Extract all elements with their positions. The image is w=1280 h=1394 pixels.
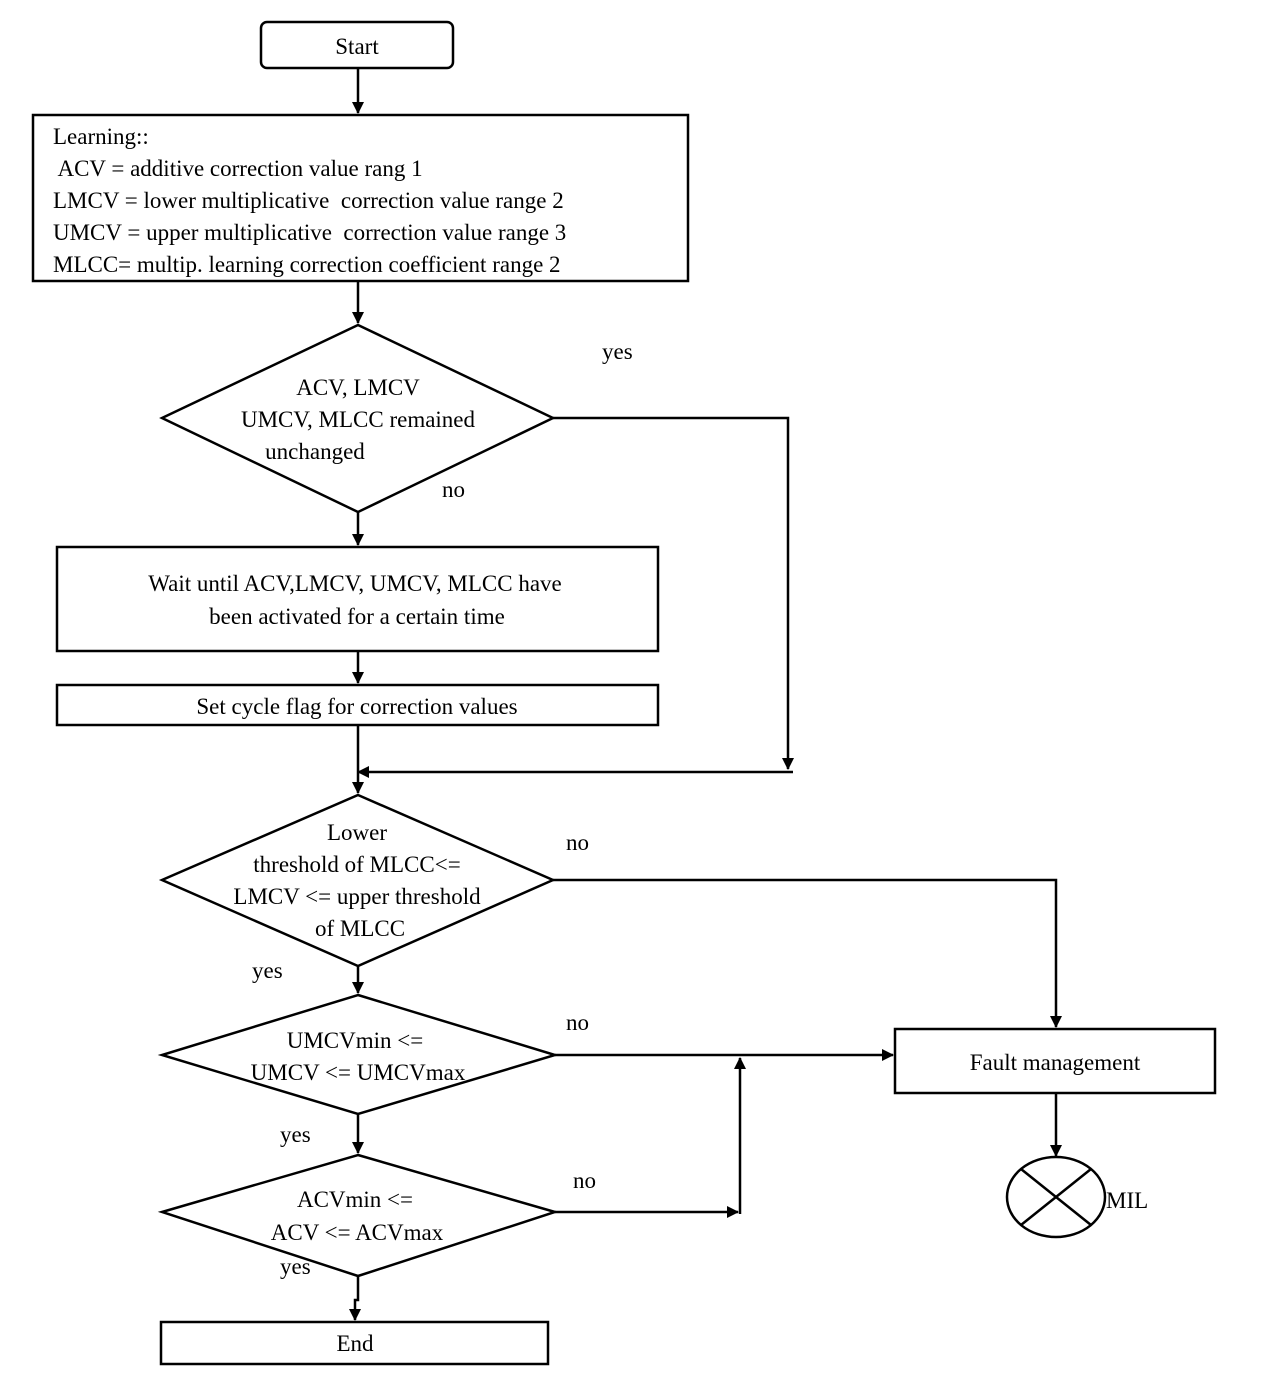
wait-line: been activated for a certain time — [209, 604, 505, 629]
edge-label-no: no — [573, 1168, 596, 1193]
decision-acv: ACVmin <= ACV <= ACVmax — [157, 1153, 560, 1278]
start-label: Start — [335, 34, 379, 59]
decision-unchanged: ACV, LMCV UMCV, MLCC remained unchanged — [159, 323, 556, 514]
learning-line: ACV = additive correction value rang 1 — [53, 156, 423, 181]
edge-label-yes: yes — [280, 1122, 311, 1147]
decision-line: LMCV <= upper threshold — [233, 884, 481, 909]
learning-line: Learning:: — [53, 124, 149, 149]
mil-label: MIL — [1106, 1188, 1148, 1213]
edge-label-yes: yes — [280, 1254, 311, 1279]
edge-acv-end — [349, 1276, 361, 1321]
decision-lmcv: Lower threshold of MLCC<= LMCV <= upper … — [158, 793, 557, 968]
start-node: Start — [259, 20, 455, 70]
learning-line: LMCV = lower multiplicative correction v… — [53, 188, 564, 213]
edge-label-yes: yes — [252, 958, 283, 983]
decision-line: threshold of MLCC<= — [253, 852, 460, 877]
edge-labels: yes no no yes no yes no yes — [252, 339, 633, 1279]
decision-line: UMCV <= UMCVmax — [251, 1060, 466, 1085]
fault-management-label: Fault management — [970, 1050, 1141, 1075]
set-flag-label: Set cycle flag for correction values — [196, 694, 517, 719]
connectors — [349, 68, 1062, 1321]
decision-line: UMCVmin <= — [287, 1028, 423, 1053]
edge-label-yes: yes — [602, 339, 633, 364]
decision-line: ACV, LMCV — [296, 375, 420, 400]
fault-management-box: Fault management — [893, 1027, 1217, 1095]
end-label: End — [336, 1331, 374, 1356]
edge-label-no: no — [566, 1010, 589, 1035]
decision-line: ACVmin <= — [297, 1187, 413, 1212]
edge-unchanged-yes-path — [553, 416, 794, 770]
edge-label-no: no — [566, 830, 589, 855]
decision-line: ACV <= ACVmax — [271, 1220, 444, 1245]
set-flag-box: Set cycle flag for correction values — [55, 683, 660, 727]
learning-line: MLCC= multip. learning correction coeffi… — [53, 252, 561, 277]
learning-box: Learning:: ACV = additive correction val… — [31, 113, 690, 283]
wait-line: Wait until ACV,LMCV, UMCV, MLCC have — [148, 571, 561, 596]
end-node: End — [159, 1320, 550, 1366]
decision-line: unchanged — [265, 439, 365, 464]
decision-umcv: UMCVmin <= UMCV <= UMCVmax — [157, 993, 560, 1116]
edge-lmcv-no-path — [553, 878, 1062, 1028]
mil-lamp: MIL — [1005, 1155, 1148, 1239]
decision-line: of MLCC — [315, 916, 405, 941]
decision-line: Lower — [327, 820, 387, 845]
learning-line: UMCV = upper multiplicative correction v… — [53, 220, 566, 245]
decision-line: UMCV, MLCC remained — [241, 407, 476, 432]
edge-label-no: no — [442, 477, 465, 502]
wait-box: Wait until ACV,LMCV, UMCV, MLCC have bee… — [55, 545, 660, 653]
